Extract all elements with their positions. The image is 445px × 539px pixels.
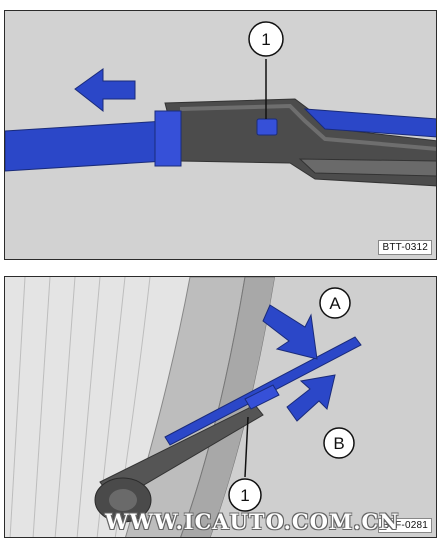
wiper-blade — [5, 120, 166, 172]
rear-wiper-illustration: A B 1 — [5, 277, 436, 537]
figure-code: BTT-0312 — [378, 240, 432, 255]
callout-b-circle — [323, 427, 355, 459]
wiper-blade-adapter-end — [154, 110, 182, 167]
wiper-arm-hook — [298, 158, 436, 177]
callout-b-label: B — [333, 434, 344, 453]
bottom-illustration-panel: A B 1 B6F-0281 — [4, 276, 437, 538]
callout-a-label: A — [329, 294, 341, 313]
pull-direction-arrow — [74, 68, 136, 113]
release-tab — [256, 118, 278, 136]
top-illustration-panel: 1 BTT-0312 — [4, 10, 437, 260]
arrow-b — [286, 374, 336, 422]
callout-1-circle — [228, 478, 262, 512]
callout-1-circle — [248, 21, 284, 57]
site-watermark: WWW.ICAUTO.COM.CN — [105, 509, 400, 534]
arrow-a — [262, 304, 318, 360]
callout-1-label: 1 — [261, 30, 270, 49]
figure-code: B6F-0281 — [378, 518, 432, 533]
wiper-blade-removal-illustration: 1 — [5, 21, 436, 187]
callout-1-label: 1 — [240, 486, 249, 505]
callout-a-circle — [319, 287, 351, 319]
